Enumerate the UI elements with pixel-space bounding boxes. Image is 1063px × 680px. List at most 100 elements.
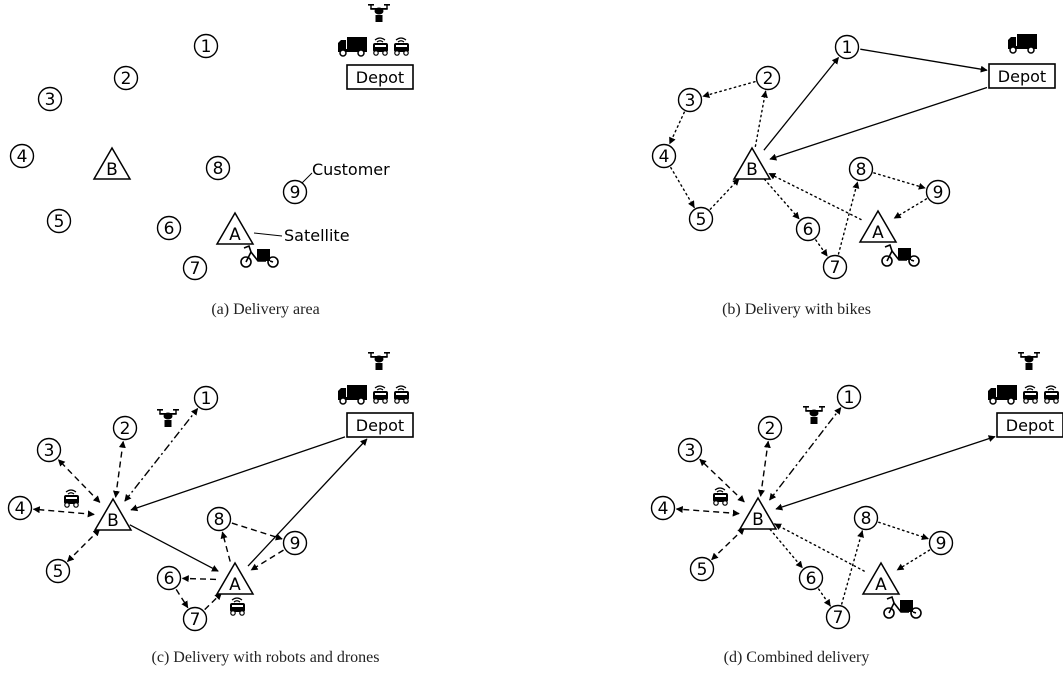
customer-label: 2	[765, 419, 776, 439]
satellite-label: A	[229, 575, 241, 595]
customer-label: 7	[190, 259, 201, 279]
customer-node-a-3: 3	[39, 88, 62, 111]
robot-icon	[373, 386, 388, 403]
customer-label: 9	[933, 183, 944, 203]
customer-label: 5	[697, 560, 708, 580]
route-c-A-8	[222, 532, 230, 562]
customer-label: 9	[290, 534, 301, 554]
depot-node-d: Depot	[997, 413, 1063, 437]
customer-node-b-4: 4	[653, 145, 676, 168]
route-d-depot-B	[776, 437, 995, 509]
customer-node-b-9: 9	[927, 181, 950, 204]
customer-node-c-4: 4	[9, 497, 32, 520]
satellite-node-a-B: B	[94, 148, 130, 180]
depot-label: Depot	[1006, 416, 1054, 435]
customer-node-b-7: 7	[824, 256, 847, 279]
route-c-9-A	[251, 550, 283, 570]
customer-node-d-9: 9	[930, 532, 953, 555]
route-c-6-7	[176, 589, 188, 607]
caption-d: (d) Combined delivery	[531, 649, 1062, 667]
truck-icon	[338, 385, 367, 404]
customer-label: 7	[190, 610, 201, 630]
customer-node-d-1: 1	[838, 386, 861, 409]
customer-label: 8	[214, 510, 225, 530]
route-d-8-9	[879, 522, 928, 538]
customer-label: 3	[45, 90, 56, 110]
route-d-B-2	[761, 441, 769, 496]
robot-icon	[1044, 386, 1059, 403]
satellite-node-b-A: A	[860, 211, 896, 243]
robot-icon	[64, 490, 79, 507]
customer-label: 1	[842, 38, 853, 58]
customer-label: 9	[936, 534, 947, 554]
satellite-label: A	[875, 575, 887, 595]
customer-node-b-2: 2	[757, 67, 780, 90]
satellite-node-d-A: A	[863, 563, 899, 595]
satellite-node-c-B: B	[95, 499, 131, 531]
satellite-leader-line	[254, 233, 282, 236]
depot-node-b: Depot	[989, 64, 1055, 88]
customer-leader-line	[302, 173, 312, 183]
route-layer	[34, 49, 996, 609]
customer-node-d-2: 2	[759, 417, 782, 440]
customer-node-c-9: 9	[284, 532, 307, 555]
route-c-B-4	[34, 509, 95, 514]
route-b-6-7	[816, 240, 827, 256]
customer-node-c-3: 3	[38, 439, 61, 462]
customer-node-a-4: 4	[11, 145, 34, 168]
customer-label: 6	[806, 569, 817, 589]
caption-a: (a) Delivery area	[0, 301, 531, 319]
satellite-node-d-B: B	[740, 498, 776, 530]
route-b-1-depot	[860, 49, 987, 70]
customer-label: 4	[15, 499, 26, 519]
cargo-bike-icon	[241, 246, 278, 267]
customer-label: 4	[17, 147, 28, 167]
customer-label: 2	[763, 69, 774, 89]
customer-node-a-9: 9	[284, 181, 307, 204]
customer-label: 1	[201, 37, 212, 57]
customer-label: 2	[120, 419, 131, 439]
route-d-9-A	[897, 550, 929, 570]
route-b-9-A	[894, 199, 926, 218]
drone-icon	[803, 406, 825, 424]
customer-node-d-6: 6	[800, 567, 823, 590]
route-b-A-B	[769, 174, 861, 220]
satellite-label: A	[229, 225, 241, 245]
customer-label: 4	[659, 147, 670, 167]
customer-label: 8	[856, 160, 867, 180]
customer-node-a-5: 5	[48, 210, 71, 233]
route-b-4-5	[671, 168, 694, 208]
route-c-A-6	[183, 578, 217, 579]
customer-label: 7	[833, 608, 844, 628]
route-b-2-3	[703, 82, 755, 97]
route-d-A-B	[775, 524, 864, 571]
truck-icon	[338, 37, 367, 56]
depot-node-a: Depot	[347, 65, 413, 89]
caption-b: (b) Delivery with bikes	[531, 301, 1062, 319]
satellite-node-a-A: A	[217, 213, 253, 245]
customer-label: 5	[54, 212, 65, 232]
route-c-B-5	[68, 529, 100, 561]
depot-node-c: Depot	[347, 413, 413, 437]
route-b-5-B	[710, 179, 739, 209]
robot-icon	[713, 488, 728, 505]
customer-label: 1	[844, 388, 855, 408]
depot-label: Depot	[356, 416, 404, 435]
caption-c: (c) Delivery with robots and drones	[0, 649, 531, 667]
customer-label: 3	[685, 441, 696, 461]
customer-label: 7	[830, 258, 841, 278]
robot-icon	[394, 38, 409, 55]
robot-icon	[230, 598, 245, 615]
customer-node-b-6: 6	[797, 218, 820, 241]
customer-node-d-3: 3	[679, 439, 702, 462]
customer-node-a-7: 7	[184, 257, 207, 280]
customer-label: 4	[658, 499, 669, 519]
satellite-node-c-A: A	[217, 563, 253, 595]
route-c-A-depot	[248, 439, 367, 566]
customer-node-b-1: 1	[836, 36, 859, 59]
customer-label: 3	[44, 441, 55, 461]
drone-icon	[368, 352, 390, 370]
